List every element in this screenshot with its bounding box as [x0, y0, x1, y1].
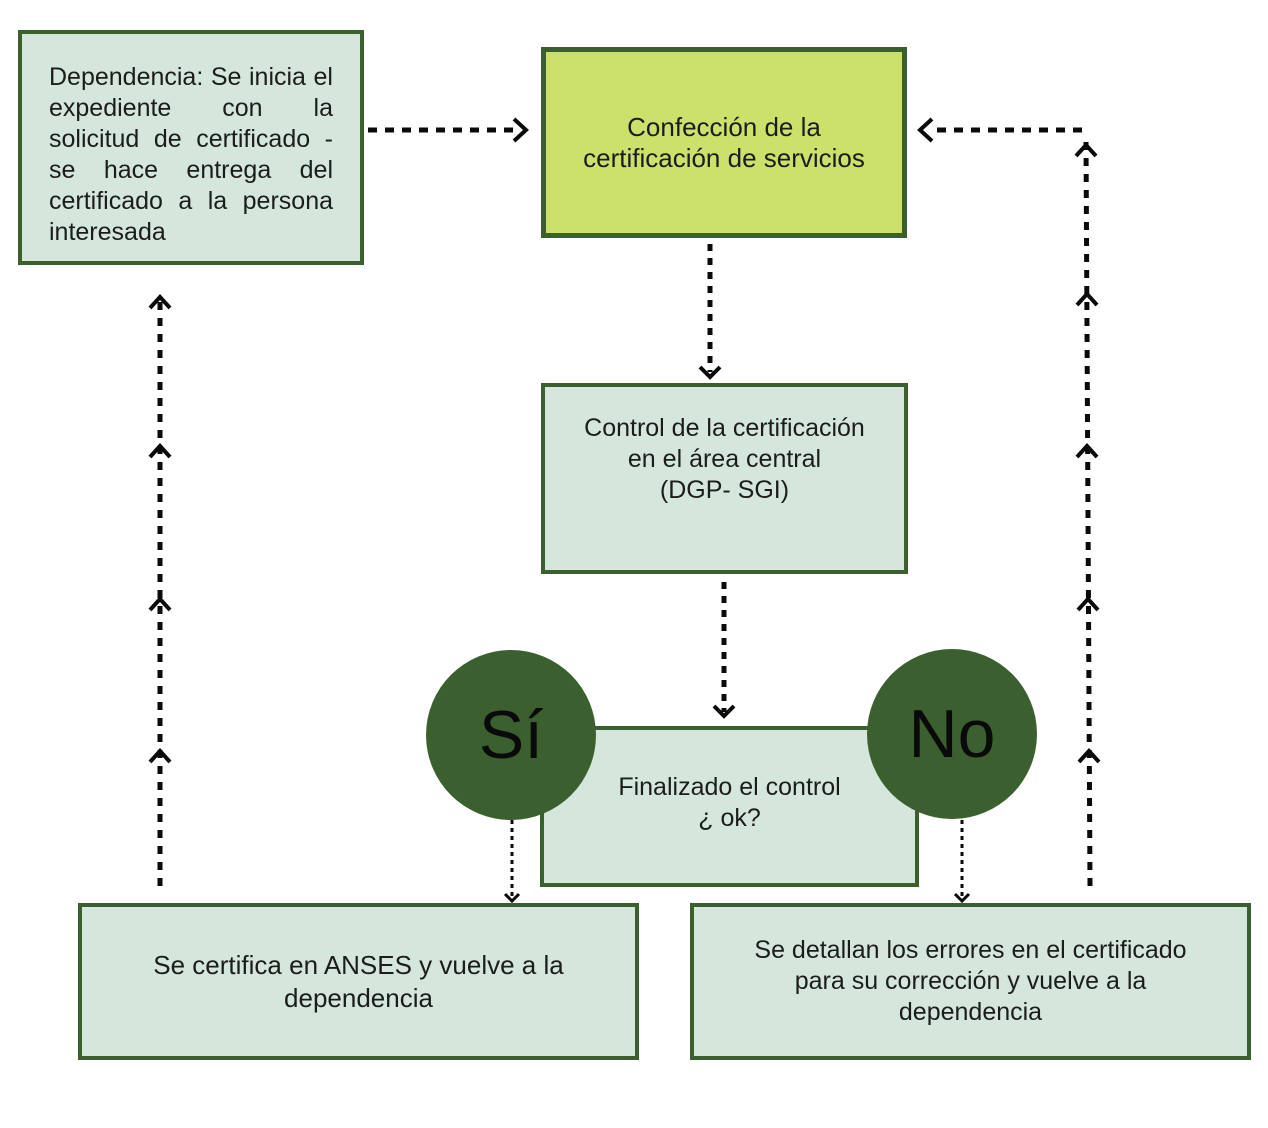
node-no-result-line-2: para su corrección y vuelve a la	[794, 967, 1147, 995]
node-no-result: Se detallan los errores en el certificad…	[690, 903, 1251, 1060]
node-control-line-3: (DGP- SGI)	[659, 476, 790, 504]
arrowhead-up-icon	[1077, 748, 1101, 764]
node-finalizado-line-2: ¿ ok?	[698, 804, 761, 832]
node-confeccion-line-1: Confección de la	[627, 111, 821, 142]
node-control-line-1: Control de la certificación	[584, 414, 865, 442]
node-control-line-2: en el área central	[627, 445, 822, 473]
arrowhead-up-icon	[148, 294, 172, 310]
decision-no-circle: No	[867, 649, 1037, 819]
arrowhead-down-icon	[712, 704, 736, 719]
arrowhead-down-icon	[953, 892, 971, 904]
decision-yes-circle: Sí	[426, 650, 596, 820]
node-no-result-line-3: dependencia	[898, 998, 1043, 1026]
arrowhead-left-icon	[917, 117, 934, 143]
arrowhead-up-icon	[1074, 142, 1098, 158]
node-confeccion-line-2: certificación de servicios	[583, 142, 865, 173]
arrowhead-right-icon	[512, 117, 529, 143]
decision-no-label: No	[908, 696, 996, 772]
node-dependencia: Dependencia: Se inicia el expediente con…	[18, 30, 364, 265]
arrowhead-up-icon	[148, 748, 172, 764]
arrowhead-down-icon	[503, 892, 521, 904]
arrowhead-up-icon	[1075, 443, 1099, 459]
node-finalizado-line-1: Finalizado el control	[618, 773, 841, 801]
node-si-result-line-1: Se certifica en ANSES y vuelve a la	[153, 949, 564, 980]
node-dependencia-text: Dependencia: Se inicia el expediente con…	[49, 63, 333, 246]
arrowhead-down-icon	[698, 365, 722, 380]
node-confeccion: Confección de la certificación de servic…	[541, 47, 907, 238]
arrowhead-up-icon	[1076, 596, 1100, 612]
node-control: Control de la certificación en el área c…	[541, 383, 908, 574]
decision-yes-label: Sí	[478, 697, 544, 773]
node-si-result-line-2: dependencia	[284, 982, 433, 1013]
arrowhead-up-icon	[148, 443, 172, 459]
arrowhead-up-icon	[148, 596, 172, 612]
node-no-result-line-1: Se detallan los errores en el certificad…	[754, 936, 1187, 964]
node-finalizado: Finalizado el control ¿ ok?	[540, 726, 919, 887]
connector-no-result-to-confeccion	[1083, 141, 1093, 887]
arrowhead-up-icon	[1075, 291, 1099, 307]
node-si-result: Se certifica en ANSES y vuelve a la depe…	[78, 903, 639, 1060]
